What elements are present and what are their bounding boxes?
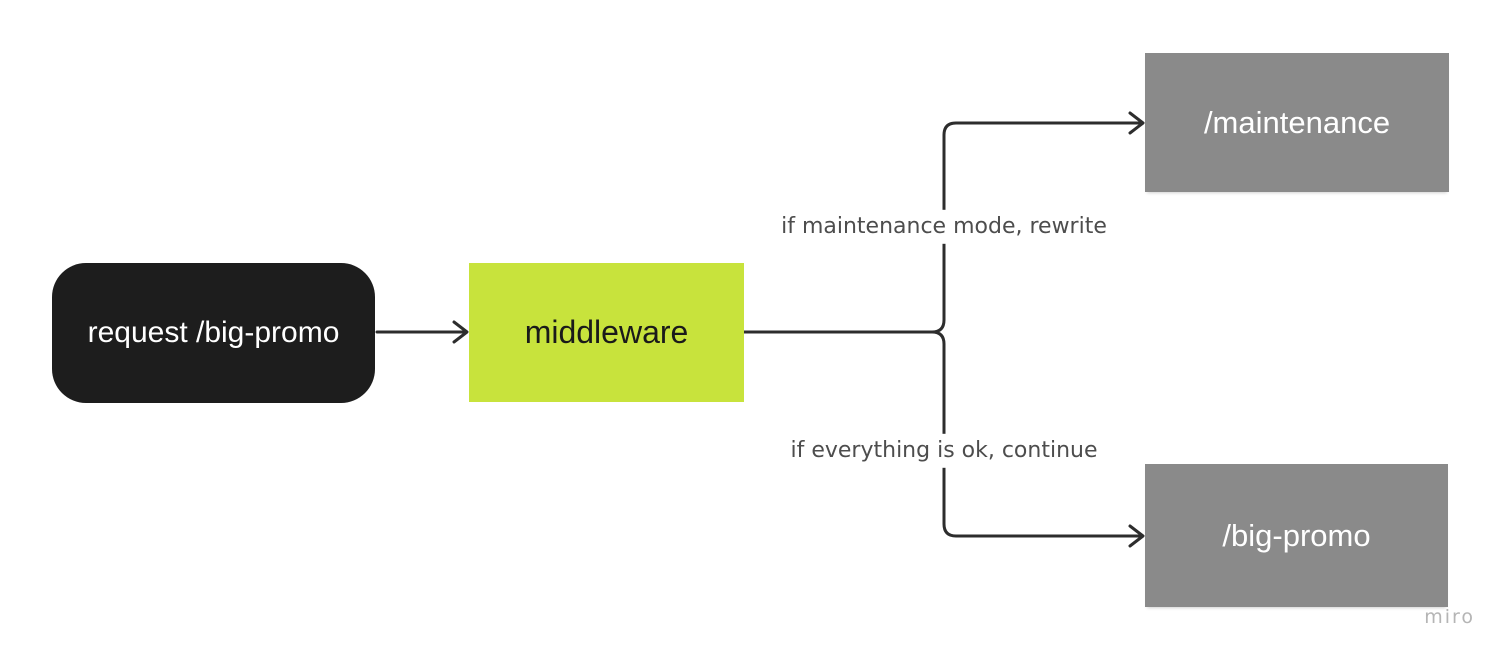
node-bigpromo-label: /big-promo bbox=[1222, 517, 1371, 553]
node-middleware[interactable]: middleware bbox=[469, 263, 744, 402]
node-request-label: request /big-promo bbox=[87, 316, 340, 349]
edge-label-maintenance-condition: if maintenance mode, rewrite bbox=[775, 209, 1113, 245]
arrowhead-into-bigpromo-icon bbox=[1128, 524, 1145, 548]
miro-watermark: miro bbox=[1424, 606, 1475, 628]
node-maintenance-label: /maintenance bbox=[1203, 104, 1391, 140]
edge-label-continue-condition: if everything is ok, continue bbox=[784, 433, 1104, 469]
connector-request-to-middleware bbox=[375, 320, 469, 344]
node-middleware-label: middleware bbox=[524, 314, 689, 350]
arrowhead-into-maintenance-icon bbox=[1128, 111, 1145, 135]
node-maintenance-route[interactable]: /maintenance bbox=[1145, 53, 1449, 192]
node-request[interactable]: request /big-promo bbox=[52, 263, 375, 403]
arrowhead-into-middleware-icon bbox=[452, 320, 469, 344]
node-bigpromo-route[interactable]: /big-promo bbox=[1145, 464, 1448, 607]
